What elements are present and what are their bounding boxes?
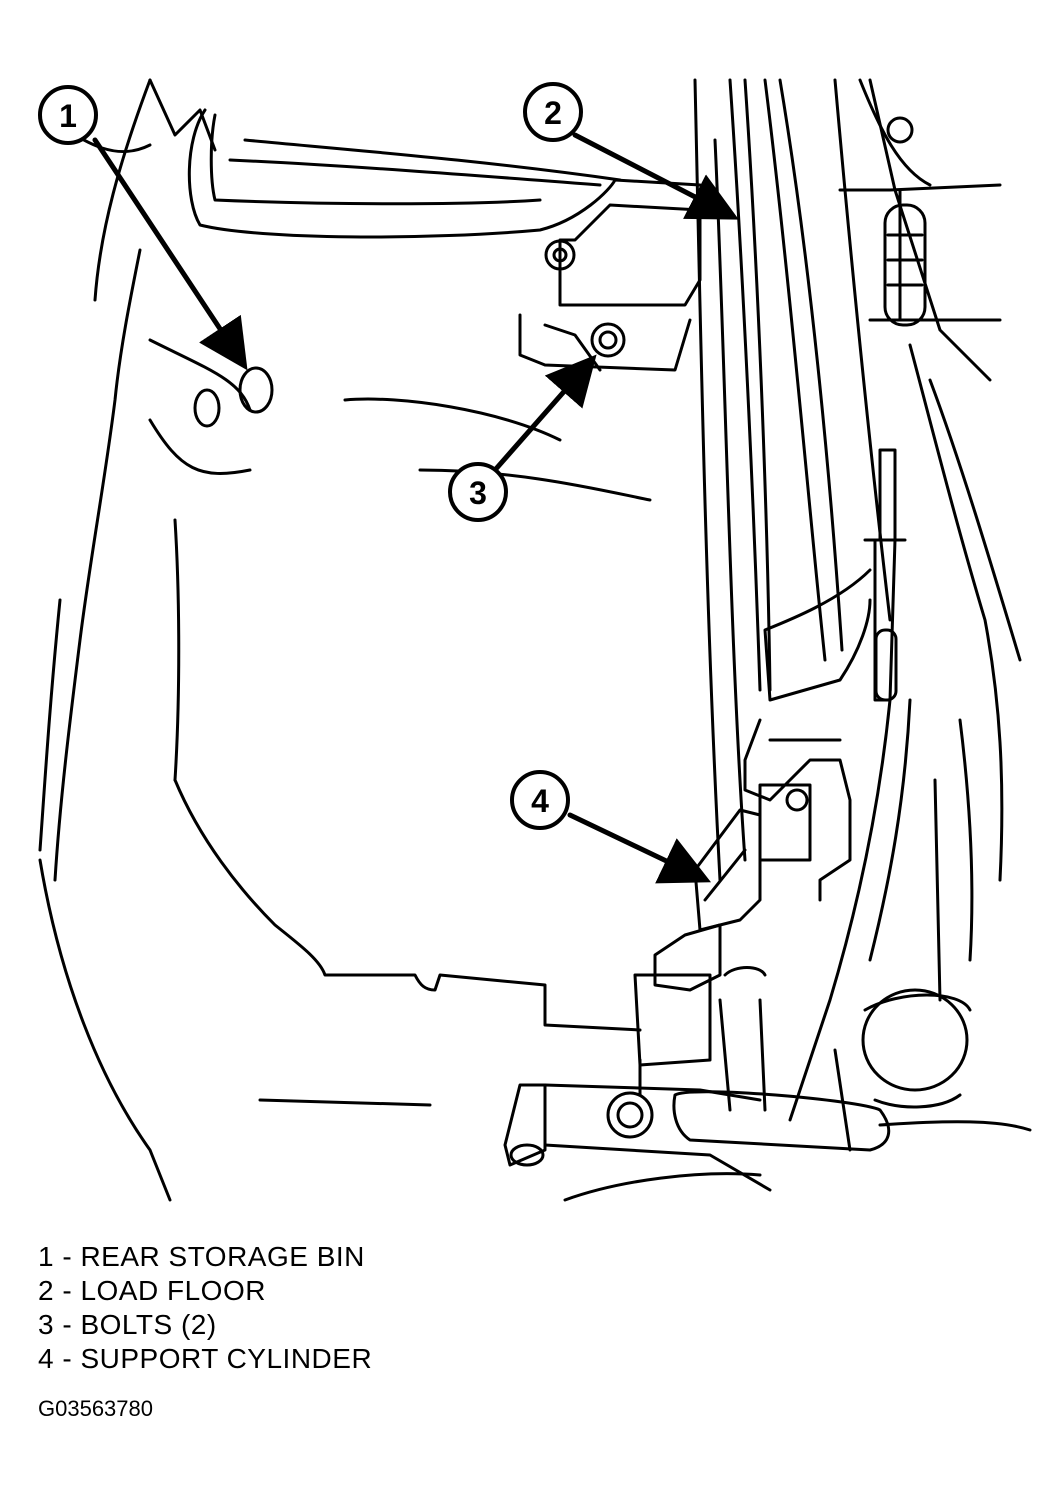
callout-2-circle xyxy=(523,82,583,142)
callout-2-number: 2 xyxy=(544,95,562,131)
legend-item-support-cylinder: 4 - SUPPORT CYLINDER xyxy=(38,1343,373,1374)
callout-2-arrow xyxy=(572,132,739,220)
legend-item-rear-storage-bin: 1 - REAR STORAGE BIN xyxy=(38,1241,365,1272)
callout-4-circle xyxy=(510,770,570,830)
callout-3-arrow xyxy=(492,354,597,473)
figure-id: G03563780 xyxy=(38,1396,153,1421)
storage-bin-drawing xyxy=(38,78,702,1202)
support-cylinder-drawing xyxy=(503,718,1032,1202)
callout-2: 2 xyxy=(523,82,739,220)
rear-storage-bin-illustration: 1 2 3 4 xyxy=(38,78,1032,1202)
callout-3-number: 3 xyxy=(469,475,487,511)
callout-4-number: 4 xyxy=(531,783,549,819)
callout-1: 1 xyxy=(38,85,248,371)
callout-3: 3 xyxy=(448,354,597,522)
callout-3-circle xyxy=(448,462,508,522)
legend-item-bolts: 3 - BOLTS (2) xyxy=(38,1309,217,1340)
load-floor-drawing xyxy=(693,78,1022,1122)
legend: 1 - REAR STORAGE BIN 2 - LOAD FLOOR 3 - … xyxy=(38,1240,372,1376)
callout-4-arrow xyxy=(567,812,712,884)
legend-item-load-floor: 2 - LOAD FLOOR xyxy=(38,1275,266,1306)
callout-1-number: 1 xyxy=(59,98,77,134)
callout-1-arrow xyxy=(92,137,248,371)
callout-1-circle xyxy=(38,85,98,145)
bolt-bracket-drawing xyxy=(518,203,702,372)
callout-4: 4 xyxy=(510,770,712,884)
